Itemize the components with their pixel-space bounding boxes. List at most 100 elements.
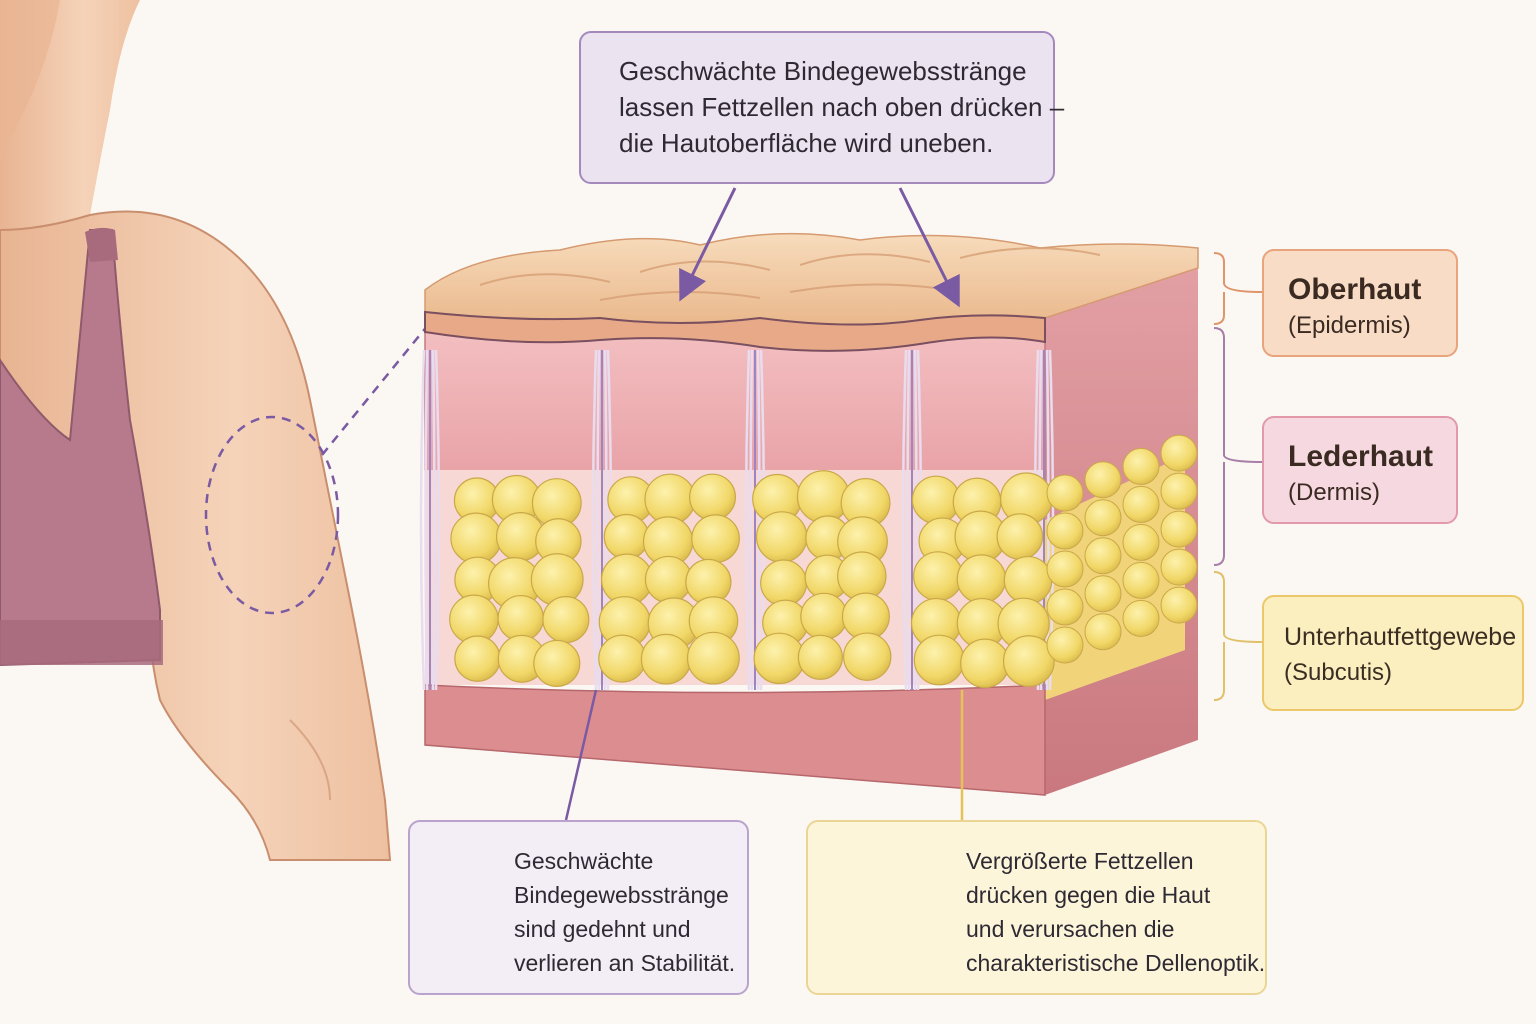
callout-enlarged-fat-cells: Vergrößerte Fettzellen drücken gegen die… [806, 820, 1267, 995]
fat-cell [1046, 474, 1084, 512]
fat-cell [843, 632, 892, 681]
fat-cell [598, 634, 647, 683]
fat-cell [454, 635, 501, 682]
septum-strand [419, 349, 426, 691]
fat-cell [797, 634, 843, 680]
fat-cell [689, 473, 737, 521]
bracket-dermis [1213, 327, 1263, 566]
fat-cell [1046, 550, 1084, 588]
fat-cell [1002, 635, 1055, 687]
callout-fiber-line-3: sind gedehnt und [514, 916, 691, 942]
septum-strand [749, 349, 754, 691]
epidermis-edge [424, 310, 1046, 352]
fat-cell [1046, 588, 1084, 626]
fat-cell [640, 633, 692, 685]
septum-strand [591, 349, 598, 691]
fat-cell [1122, 447, 1160, 485]
top-hem [0, 620, 163, 665]
fat-cell [911, 475, 961, 525]
callout-fiber-line-2: Bindegewebsstränge [514, 882, 729, 908]
arm-figure [0, 0, 429, 861]
fat-cell [1046, 512, 1084, 550]
focus-link-line [321, 324, 429, 456]
callout-top-line-3: die Hautoberfläche wird uneben. [619, 128, 994, 158]
fat-cell [956, 554, 1007, 604]
bracket-epidermis [1213, 252, 1263, 325]
callout-top-line-2: lassen Fettzellen nach oben drücken – [619, 92, 1065, 122]
fat-cell [1084, 575, 1122, 613]
fat-cell [1084, 537, 1122, 575]
fat-cell [533, 639, 581, 687]
fat-cell [1160, 434, 1198, 472]
fat-cell [644, 555, 693, 604]
callout-fat-line-3: und verursachen die [966, 916, 1175, 942]
fat-cell [753, 632, 806, 685]
subcutis-latin: (Subcutis) [1284, 659, 1393, 686]
fat-cell [1122, 599, 1160, 637]
septum-strand [744, 349, 751, 691]
fat-cell [1160, 586, 1198, 624]
subcutis-name: Unterhautfettgewebe [1284, 623, 1517, 651]
epidermis-name: Oberhaut [1288, 273, 1422, 306]
fat-cell [1122, 561, 1160, 599]
elbow-crease [289, 719, 331, 801]
fat-cell [450, 512, 502, 565]
fat-cell [686, 631, 740, 685]
fat-cell [760, 559, 808, 607]
focus-area-ellipse [204, 415, 340, 615]
fat-cell [1084, 499, 1122, 537]
septum-strand [913, 349, 918, 691]
callout-fiber-line-1: Geschwächte [514, 848, 654, 874]
bracket-subcutis [1213, 571, 1263, 701]
fat-cell [996, 513, 1044, 560]
callout-fat-line-4: charakteristische Dellenoptik. [966, 950, 1266, 976]
septum-strand [434, 349, 441, 691]
fat-cell [1003, 555, 1053, 605]
fat-cell [913, 551, 964, 602]
fat-cell [1160, 510, 1198, 548]
fat-cell [1084, 613, 1122, 651]
arrow-down-icon [679, 187, 737, 302]
septum-strand [906, 349, 911, 691]
fat-cell [1160, 472, 1198, 510]
top-garment [0, 229, 161, 667]
epidermis-latin: (Epidermis) [1288, 312, 1411, 339]
fat-cell [542, 596, 590, 644]
fat-cell [497, 594, 545, 642]
dermis-name: Lederhaut [1288, 440, 1434, 473]
fascia-bottom [424, 684, 1046, 796]
fat-cell [603, 513, 650, 560]
fat-cell [691, 514, 740, 563]
fat-cell [913, 634, 965, 686]
septum-strand [424, 349, 429, 691]
surface-dimples [479, 247, 1101, 301]
fat-cell [1084, 461, 1122, 499]
fat-cell [1046, 626, 1084, 664]
callout-fiber-line-4: verlieren an Stabilität. [514, 950, 736, 976]
callout-weak-fibers: Geschwächte Bindegewebsstränge sind gede… [408, 820, 749, 995]
fat-cell [530, 553, 584, 606]
skin-cross-section [419, 232, 1199, 796]
callout-surface-uneven: Geschwächte Bindegewebsstränge lassen Fe… [579, 31, 1065, 184]
fiber-pointer-line [564, 689, 598, 821]
neck-hair [0, 0, 60, 160]
fat-cell [1122, 523, 1160, 561]
fat-cell [1122, 485, 1160, 523]
label-dermis: Lederhaut (Dermis) [1262, 416, 1458, 524]
fat-cell [755, 511, 808, 563]
label-epidermis: Oberhaut (Epidermis) [1262, 249, 1458, 357]
callout-fat-line-1: Vergrößerte Fettzellen [966, 848, 1194, 874]
top-strap [85, 227, 118, 262]
layer-brackets [1213, 252, 1263, 701]
arrow-down-icon [898, 187, 960, 308]
septum-strand [431, 349, 436, 691]
fat-cell [960, 638, 1010, 689]
callout-fat-line-2: drücken gegen die Haut [966, 882, 1211, 908]
septum-strand [901, 349, 908, 691]
callout-top-line-1: Geschwächte Bindegewebsstränge [619, 56, 1027, 86]
fat-cell [1160, 548, 1198, 586]
fat-cell-groups [449, 434, 1198, 689]
label-subcutis: Unterhautfettgewebe (Subcutis) [1262, 595, 1524, 711]
dermis-latin: (Dermis) [1288, 479, 1380, 506]
